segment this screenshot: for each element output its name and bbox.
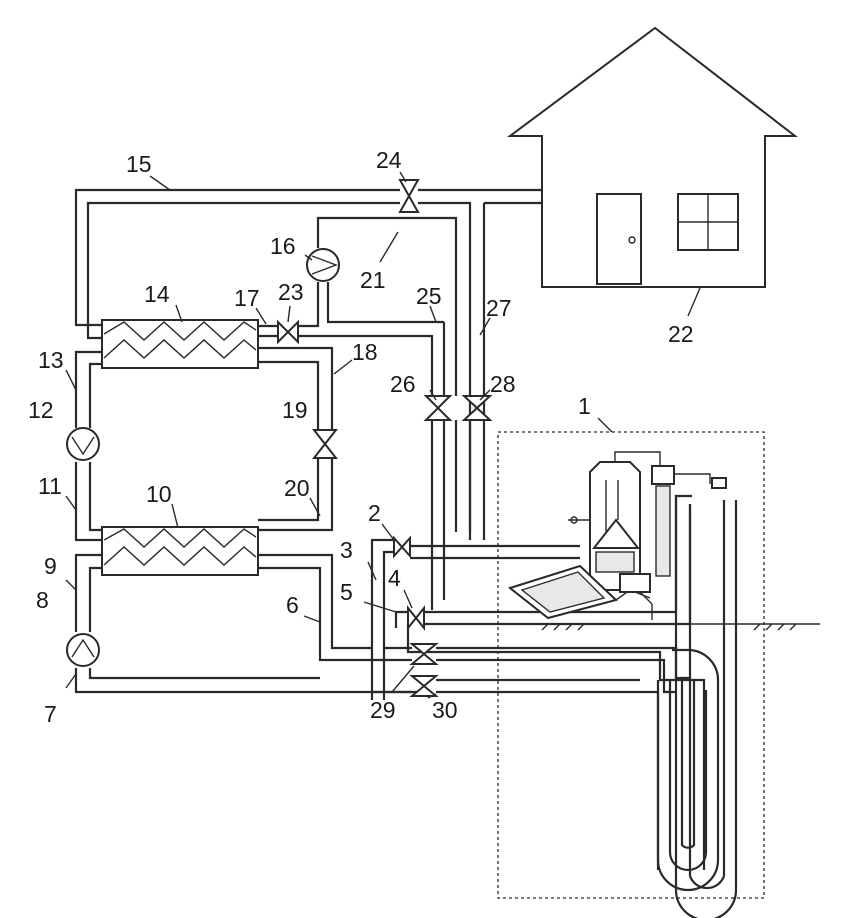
pump-12-icon: [67, 428, 99, 460]
label-5: 5: [340, 579, 353, 605]
label-24: 24: [376, 147, 402, 173]
label-29: 29: [370, 697, 396, 723]
valve-4-icon: [408, 608, 424, 628]
label-11: 11: [38, 473, 62, 499]
label-21: 21: [360, 267, 386, 293]
label-23: 23: [278, 279, 304, 305]
label-15: 15: [126, 151, 152, 177]
label-4: 4: [388, 565, 401, 591]
valve-26-icon: [426, 396, 450, 420]
label-3: 3: [340, 537, 353, 563]
label-1: 1: [578, 393, 591, 419]
label-12: 12: [28, 397, 54, 423]
valve-29-icon: [412, 644, 436, 664]
solar-tank-unit: [568, 452, 726, 590]
valve-23-icon: [278, 322, 298, 342]
label-10: 10: [146, 481, 172, 507]
valve-30-icon: [412, 676, 436, 696]
label-9: 9: [44, 553, 57, 579]
label-7: 7: [44, 701, 57, 727]
label-6: 6: [286, 592, 299, 618]
house: [510, 28, 795, 287]
label-17: 17: [234, 285, 260, 311]
label-20: 20: [284, 475, 310, 501]
label-19: 19: [282, 397, 308, 423]
valve-28-icon: [464, 396, 490, 420]
pump-8-icon: [67, 634, 99, 666]
label-30: 30: [432, 697, 458, 723]
label-2: 2: [368, 500, 381, 526]
label-28: 28: [490, 371, 516, 397]
label-22: 22: [668, 321, 694, 347]
heat-exchanger-10: [102, 527, 258, 575]
label-13: 13: [38, 347, 64, 373]
valve-19-icon: [314, 430, 336, 458]
valve-24-icon: [400, 180, 418, 212]
label-25: 25: [416, 283, 442, 309]
house-window: [678, 194, 738, 250]
label-14: 14: [144, 281, 170, 307]
label-27: 27: [486, 295, 512, 321]
label-8: 8: [36, 587, 49, 613]
valve-2-icon: [394, 538, 410, 556]
heat-exchanger-14: [102, 320, 258, 368]
label-26: 26: [390, 371, 416, 397]
pump-16-icon: [307, 249, 339, 281]
label-18: 18: [352, 339, 378, 365]
label-16: 16: [270, 233, 296, 259]
